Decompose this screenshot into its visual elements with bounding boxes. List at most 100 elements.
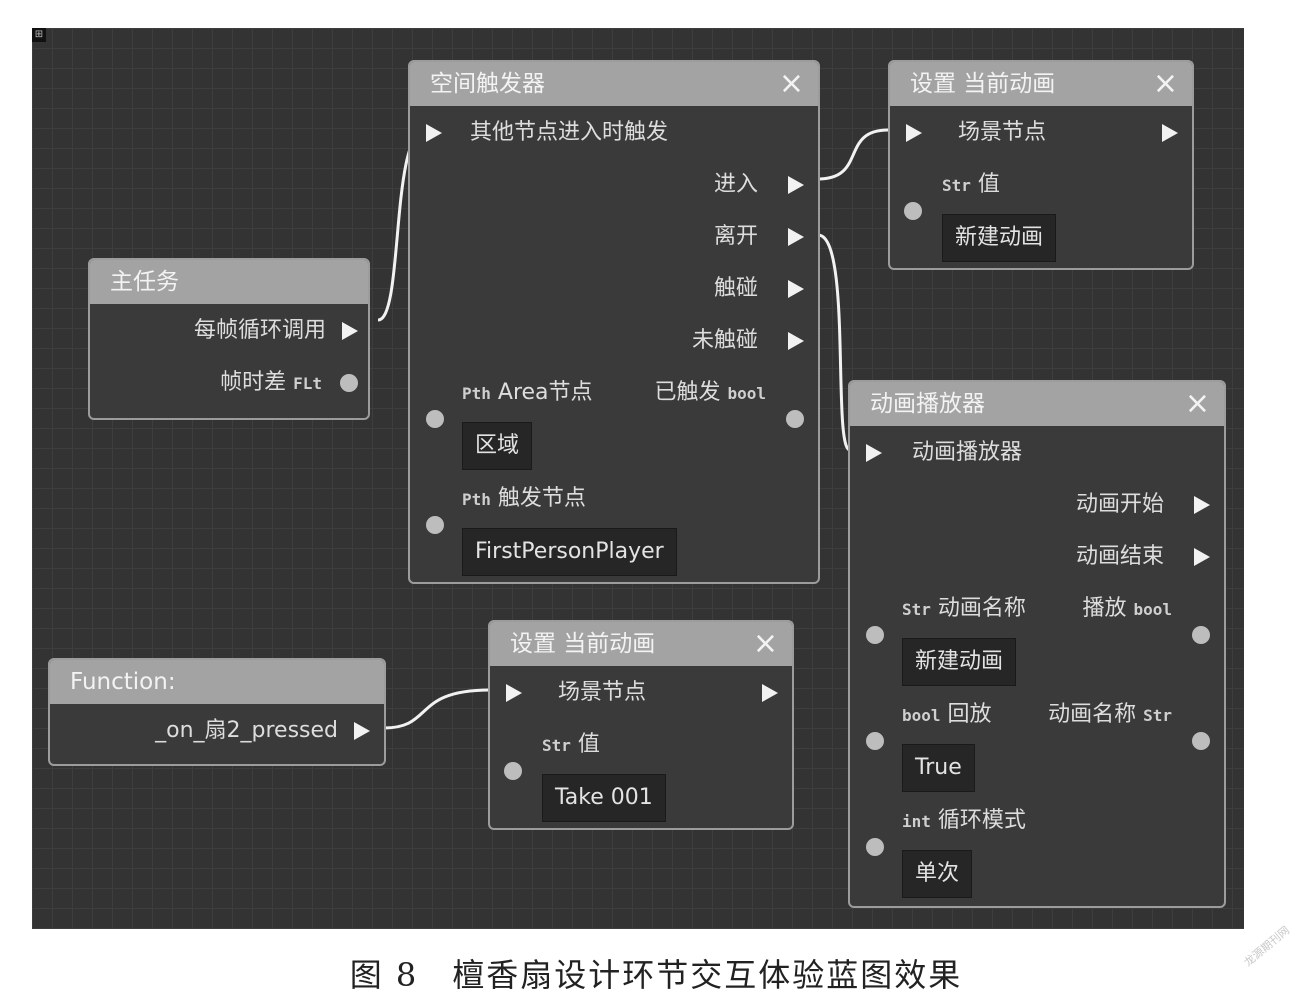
data-in-port-icon[interactable] <box>866 626 884 644</box>
string-type-tag: Str <box>1143 706 1172 725</box>
value-label: 值 <box>577 732 600 757</box>
node-title: 空间触发器 <box>430 71 545 97</box>
exec-out-end-icon[interactable] <box>1194 548 1210 566</box>
area-label: Area节点 <box>497 380 593 405</box>
int-type-tag: int <box>902 812 931 831</box>
wire-leave-to-anim-player <box>817 233 852 452</box>
out-touch-label: 触碰 <box>713 276 758 301</box>
figure-caption: 图 8 檀香扇设计环节交互体验蓝图效果 <box>349 956 963 994</box>
node-animation-player[interactable]: 动画播放器 × 动画播放器 动画开始 动画结束 Str 动画名称 播放 bool… <box>848 380 1226 908</box>
node-set-animation-top[interactable]: 设置 当前动画 × 场景节点 Str 值 新建动画 <box>888 60 1194 270</box>
exec-in-port-icon[interactable] <box>906 124 922 142</box>
area-value-field[interactable]: 区域 <box>462 422 533 470</box>
anim-name-input-row: Str 动画名称 <box>902 594 1026 625</box>
replay-value-field[interactable]: True <box>902 744 975 792</box>
string-type-tag: Str <box>902 600 931 619</box>
node-header[interactable]: 空间触发器 × <box>410 62 818 106</box>
exec-out-start-icon[interactable] <box>1194 496 1210 514</box>
path-type-tag: Pth <box>462 384 491 403</box>
grid-menu-icon[interactable]: ⊞ <box>32 28 46 42</box>
play-label: 播放 <box>1082 596 1127 621</box>
exec-out-port-icon[interactable] <box>1162 124 1178 142</box>
exec-out-enter-icon[interactable] <box>788 176 804 194</box>
value-field[interactable]: 新建动画 <box>942 214 1057 262</box>
anim-name-out-label: 动画名称 <box>1048 702 1137 727</box>
exec-out-port-icon[interactable] <box>342 322 358 340</box>
out-start-label: 动画开始 <box>1075 492 1164 517</box>
node-title: 设置 当前动画 <box>510 631 656 657</box>
exec-out-port-icon[interactable] <box>354 722 370 740</box>
exec-in-port-icon[interactable] <box>426 124 442 142</box>
node-header[interactable]: Function: <box>50 660 384 704</box>
delta-label: 帧时差 <box>220 370 287 395</box>
close-icon[interactable]: × <box>778 66 804 101</box>
triggered-output-row: 已触发 bool <box>654 378 766 409</box>
close-icon[interactable]: × <box>752 626 778 661</box>
close-icon[interactable]: × <box>1152 66 1178 101</box>
string-type-tag: Str <box>942 176 971 195</box>
exec-in-port-icon[interactable] <box>866 444 882 462</box>
data-out-port-icon[interactable] <box>786 410 804 428</box>
anim-name-label: 动画名称 <box>937 596 1026 621</box>
value-label: 值 <box>977 172 1000 197</box>
data-out-port-icon[interactable] <box>1192 732 1210 750</box>
replay-label: 回放 <box>947 702 992 727</box>
node-header[interactable]: 设置 当前动画 × <box>890 62 1192 106</box>
area-input-row: Pth Area节点 <box>462 378 593 409</box>
data-out-port-icon[interactable] <box>1192 626 1210 644</box>
path-type-tag: Pth <box>462 490 491 509</box>
trigger-node-input-row: Pth 触发节点 <box>462 484 586 515</box>
data-in-port-icon[interactable] <box>426 410 444 428</box>
blueprint-canvas[interactable]: ⊞ 主任务 每帧循环调用 帧时差 FLt 空间触发器 × 其他节点进入时触发 进… <box>32 28 1244 929</box>
node-header[interactable]: 动画播放器 × <box>850 382 1224 426</box>
exec-out-leave-icon[interactable] <box>788 228 804 246</box>
data-out-port-icon[interactable] <box>340 374 358 392</box>
out-delta-row: 帧时差 FLt <box>220 368 322 399</box>
wire-function-to-set-anim <box>383 688 491 730</box>
close-icon[interactable]: × <box>1184 386 1210 421</box>
node-header[interactable]: 设置 当前动画 × <box>490 622 792 666</box>
data-in-port-icon[interactable] <box>866 732 884 750</box>
anim-name-value-field[interactable]: 新建动画 <box>902 638 1017 686</box>
exec-out-untouch-icon[interactable] <box>788 332 804 350</box>
out-end-label: 动画结束 <box>1075 544 1164 569</box>
replay-input-row: bool 回放 <box>902 700 992 731</box>
connection-wires <box>377 128 889 730</box>
event-label: 其他节点进入时触发 <box>470 120 669 145</box>
out-leave-label: 离开 <box>713 224 758 249</box>
node-title: 设置 当前动画 <box>910 71 1056 97</box>
node-title: 动画播放器 <box>870 391 985 417</box>
bool-type-tag: bool <box>902 706 941 725</box>
out-enter-label: 进入 <box>713 172 758 197</box>
trigger-node-label: 触发节点 <box>497 486 586 511</box>
data-in-port-icon[interactable] <box>866 838 884 856</box>
node-title: Function: <box>70 669 176 695</box>
exec-out-touch-icon[interactable] <box>788 280 804 298</box>
node-space-trigger[interactable]: 空间触发器 × 其他节点进入时触发 进入 离开 触碰 未触碰 Pth Area节… <box>408 60 820 584</box>
node-function[interactable]: Function: _on_扇2_pressed <box>48 658 386 766</box>
float-type-tag: FLt <box>293 374 322 393</box>
node-title: 主任务 <box>110 269 179 295</box>
loop-mode-label: 循环模式 <box>937 808 1026 833</box>
data-in-port-icon[interactable] <box>904 202 922 220</box>
node-header[interactable]: 主任务 <box>90 260 368 304</box>
loop-mode-input-row: int 循环模式 <box>902 806 1026 837</box>
exec-out-port-icon[interactable] <box>762 684 778 702</box>
out-per-frame-label: 每帧循环调用 <box>193 318 326 343</box>
scene-node-label: 场景节点 <box>958 120 1047 145</box>
trigger-node-value-field[interactable]: FirstPersonPlayer <box>462 528 677 576</box>
bool-type-tag: bool <box>1133 600 1172 619</box>
triggered-label: 已触发 <box>654 380 721 405</box>
player-in-label: 动画播放器 <box>912 440 1023 465</box>
loop-mode-value-field[interactable]: 单次 <box>902 850 973 898</box>
value-input-row: Str 值 <box>542 730 600 761</box>
wire-enter-to-set-anim <box>817 128 889 181</box>
node-main-task[interactable]: 主任务 每帧循环调用 帧时差 FLt <box>88 258 370 420</box>
node-set-animation-bottom[interactable]: 设置 当前动画 × 场景节点 Str 值 Take 001 <box>488 620 794 830</box>
data-in-port-icon[interactable] <box>504 762 522 780</box>
data-in-port-icon[interactable] <box>426 516 444 534</box>
value-field[interactable]: Take 001 <box>542 774 666 822</box>
out-untouch-label: 未触碰 <box>691 328 758 353</box>
scene-node-label: 场景节点 <box>558 680 647 705</box>
exec-in-port-icon[interactable] <box>506 684 522 702</box>
